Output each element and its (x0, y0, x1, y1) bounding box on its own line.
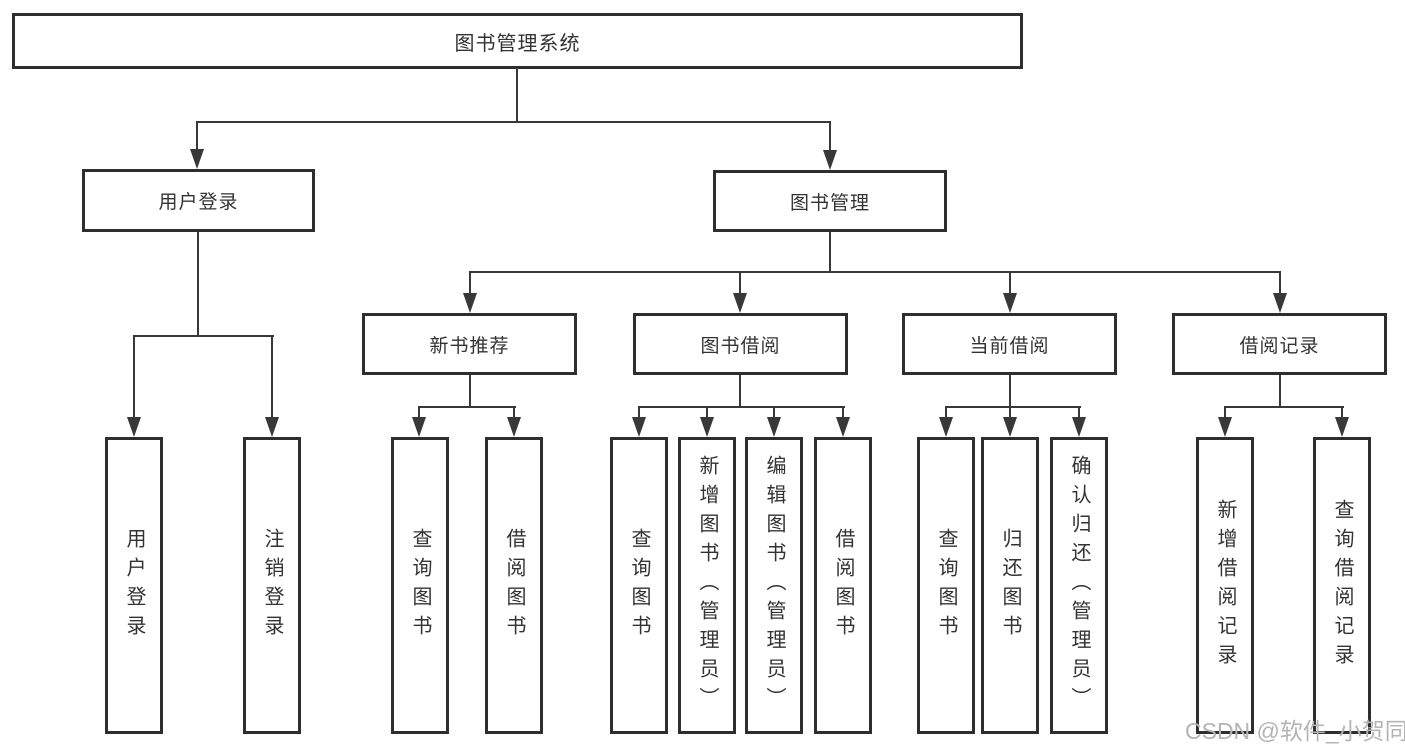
connector-line (1224, 406, 1226, 418)
csdn-watermark: CSDN @软件_小贺同学 (1185, 718, 1405, 744)
connector-line (1279, 271, 1281, 294)
connector-line (1078, 406, 1080, 418)
node-label: 用户登录 (158, 192, 239, 213)
connector-arrow-icon (1335, 417, 1349, 437)
connector-line (773, 406, 775, 418)
connector-arrow-icon (127, 417, 141, 437)
connector-line (706, 406, 708, 418)
connector-line (945, 406, 1081, 408)
node-user-login: 用户登录 (82, 169, 315, 232)
leaf-logout-login: 注销登录 (243, 437, 301, 734)
connector-line (638, 406, 640, 418)
leaf-query-books-recommendation: 查询图书 (391, 437, 449, 734)
connector-arrow-icon (823, 150, 837, 170)
node-label: 编辑图书（管理员） (763, 455, 785, 716)
node-current-borrowing: 当前借阅 (902, 313, 1117, 375)
node-label: 借阅图书 (832, 527, 854, 644)
leaf-user-login: 用户登录 (105, 437, 163, 734)
connector-arrow-icon (939, 417, 953, 437)
connector-arrow-icon (1273, 293, 1287, 313)
node-label: 借阅图书 (503, 527, 525, 644)
connector-line (418, 406, 420, 418)
connector-arrow-icon (507, 417, 521, 437)
connector-line (271, 335, 273, 418)
connector-line (638, 406, 845, 408)
connector-line (196, 121, 198, 150)
leaf-query-books-borrowing: 查询图书 (610, 437, 668, 734)
connector-line (469, 271, 471, 294)
leaf-query-books-current: 查询图书 (917, 437, 975, 734)
connector-line (945, 406, 947, 418)
node-label: 查询图书 (935, 527, 957, 644)
leaf-borrow-books-borrowing: 借阅图书 (814, 437, 872, 734)
connector-arrow-icon (463, 293, 477, 313)
leaf-add-books-admin: 新增图书（管理员） (678, 437, 736, 734)
leaf-query-borrow-record: 查询借阅记录 (1313, 437, 1371, 734)
node-label: 图书管理系统 (454, 32, 581, 55)
leaf-return-books: 归还图书 (981, 437, 1039, 734)
connector-arrow-icon (265, 417, 279, 437)
node-label: 查询借阅记录 (1331, 498, 1353, 673)
leaf-borrow-books-recommendation: 借阅图书 (485, 437, 543, 734)
connector-arrow-icon (836, 417, 850, 437)
node-root: 图书管理系统 (12, 13, 1023, 69)
node-new-book-recommendation: 新书推荐 (362, 313, 577, 375)
connector-line (1224, 406, 1344, 408)
node-label: 图书管理 (789, 192, 870, 214)
connector-line (1009, 375, 1011, 408)
connector-arrow-icon (1003, 417, 1017, 437)
node-label: 确认归还（管理员） (1068, 455, 1090, 716)
connector-arrow-icon (632, 417, 646, 437)
node-label: 查询图书 (409, 527, 431, 644)
connector-line (1009, 271, 1011, 294)
connector-line (469, 271, 1281, 273)
node-label: 当前借阅 (969, 335, 1050, 357)
connector-line (513, 406, 515, 418)
connector-line (133, 335, 135, 418)
connector-line (739, 375, 741, 408)
node-label: 新增借阅记录 (1214, 498, 1236, 673)
leaf-edit-books-admin: 编辑图书（管理员） (745, 437, 803, 734)
connector-arrow-icon (1218, 417, 1232, 437)
connector-arrow-icon (412, 417, 426, 437)
connector-line (469, 375, 471, 408)
connector-line (196, 121, 831, 123)
connector-line (1009, 406, 1011, 418)
leaf-add-borrow-record: 新增借阅记录 (1196, 437, 1254, 734)
node-label: 新增图书（管理员） (696, 455, 718, 716)
connector-line (829, 232, 831, 273)
node-label: 归还图书 (999, 527, 1021, 644)
node-borrowing-records: 借阅记录 (1172, 313, 1387, 375)
leaf-confirm-return-admin: 确认归还（管理员） (1050, 437, 1108, 734)
node-book-borrowing: 图书借阅 (633, 313, 848, 375)
node-label: 注销登录 (261, 527, 283, 644)
connector-arrow-icon (767, 417, 781, 437)
connector-arrow-icon (1003, 293, 1017, 313)
connector-line (739, 271, 741, 294)
node-label: 图书借阅 (700, 335, 781, 357)
connector-line (842, 406, 844, 418)
connector-line (1341, 406, 1343, 418)
connector-line (418, 406, 516, 408)
connector-arrow-icon (1072, 417, 1086, 437)
node-label: 查询图书 (628, 527, 650, 644)
connector-line (197, 232, 199, 337)
connector-arrow-icon (190, 149, 204, 169)
node-label: 用户登录 (123, 527, 145, 644)
node-label: 新书推荐 (429, 335, 510, 357)
connector-line (1279, 375, 1281, 408)
node-book-management: 图书管理 (713, 170, 947, 232)
node-label: 借阅记录 (1239, 335, 1320, 357)
connector-line (516, 68, 518, 123)
connector-arrow-icon (733, 293, 747, 313)
connector-arrow-icon (700, 417, 714, 437)
connector-line (829, 121, 831, 151)
connector-line (133, 335, 274, 337)
